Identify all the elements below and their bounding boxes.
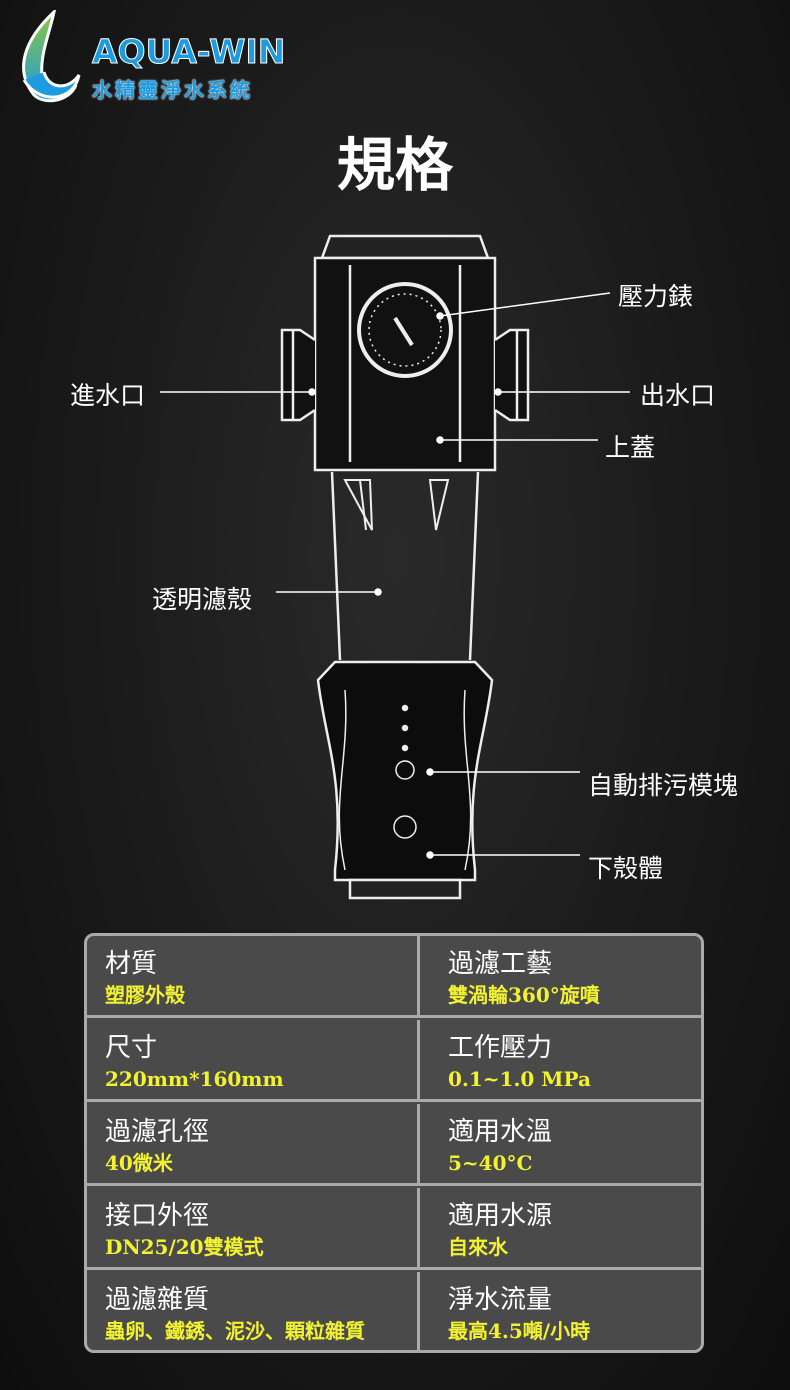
spec-key: 過濾雜質 — [105, 1285, 210, 1315]
spec-value: 5~40°C — [448, 1151, 533, 1175]
spec-key: 淨水流量 — [448, 1285, 553, 1315]
spec-value: 蟲卵、鐵銹、泥沙、顆粒雜質 — [105, 1319, 365, 1343]
spec-key: 尺寸 — [105, 1033, 158, 1063]
spec-key: 適用水溫 — [448, 1117, 553, 1147]
spec-value: 最高4.5噸/小時 — [448, 1319, 591, 1343]
spec-value: 塑膠外殼 — [105, 983, 185, 1007]
water-leaf-icon — [22, 7, 81, 103]
spec-value: 220mm*160mm — [105, 1067, 284, 1091]
spec-value: 0.1~1.0 MPa — [448, 1067, 591, 1091]
label-top-cover: 上蓋 — [605, 433, 656, 462]
label-outlet: 出水口 — [640, 381, 716, 410]
spec-key: 材質 — [105, 949, 158, 979]
spec-key: 過濾工藝 — [448, 949, 553, 979]
logo-brand: AQUA-WIN — [91, 32, 286, 72]
label-auto-flush-module: 自動排污模塊 — [588, 771, 739, 800]
label-lower-housing: 下殼體 — [588, 854, 664, 883]
table-row: 過濾孔徑 40微米 適用水溫 5~40°C — [87, 1104, 701, 1186]
spec-value: 自來水 — [448, 1235, 508, 1259]
spec-value: DN25/20雙模式 — [105, 1235, 264, 1259]
spec-key: 適用水源 — [448, 1201, 553, 1231]
logo-subtitle: 水精靈淨水系統 — [92, 78, 253, 102]
table-row: 過濾雜質蟲卵、鐵銹、泥沙、顆粒雜質 淨水流量最高4.5噸/小時 — [87, 1272, 701, 1350]
table-row: 尺寸 220mm*160mm 工作壓力 0.1~1.0 MPa — [87, 1020, 701, 1102]
spec-key: 接口外徑 — [105, 1201, 210, 1231]
table-row: 接口外徑 DN25/20雙模式 適用水源自來水 — [87, 1188, 701, 1270]
table-row: 材質塑膠外殼 過濾工藝雙渦輪360°旋噴 — [87, 936, 701, 1018]
label-inlet: 進水口 — [70, 381, 146, 410]
spec-key: 工作壓力 — [448, 1033, 553, 1063]
spec-value: 40微米 — [105, 1151, 173, 1175]
label-clear-housing: 透明濾殼 — [152, 585, 253, 614]
spec-value: 雙渦輪360°旋噴 — [448, 983, 600, 1007]
spec-table: 材質塑膠外殼 過濾工藝雙渦輪360°旋噴 尺寸 220mm*160mm 工作壓力 0… — [84, 933, 704, 1353]
page-title: 規格 — [336, 131, 453, 199]
spec-key: 過濾孔徑 — [105, 1117, 210, 1147]
brand-logo: AQUA-WIN 水精靈淨水系統 — [14, 7, 304, 110]
label-pressure-gauge: 壓力錶 — [618, 282, 694, 311]
filter-product-drawing — [280, 234, 530, 900]
